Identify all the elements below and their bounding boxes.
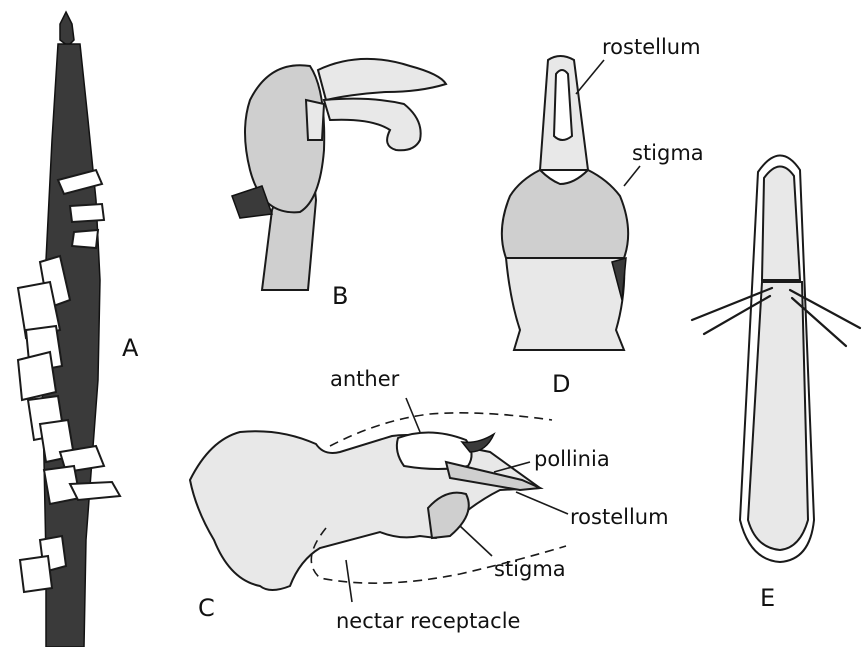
label-d-stigma: stigma (632, 141, 704, 165)
pollinarium-drawing (692, 155, 860, 562)
flower-side-view-drawing (232, 59, 446, 290)
panel-label-e: E (760, 584, 775, 612)
d-stigma-leader (624, 166, 640, 186)
c-nectar-leader (346, 560, 352, 602)
flower-spike-drawing (18, 12, 120, 647)
label-c-stigma: stigma (494, 557, 566, 581)
c-rostellum-leader (516, 492, 568, 514)
label-c-rostellum: rostellum (570, 505, 669, 529)
c-stigma-leader (460, 526, 492, 556)
panel-label-c: C (198, 594, 215, 622)
column-front-view-drawing (502, 56, 628, 350)
label-c-pollinia: pollinia (534, 447, 610, 471)
panel-label-a: A (122, 334, 139, 362)
label-d-rostellum: rostellum (602, 35, 701, 59)
column-side-section-drawing (190, 431, 540, 590)
label-c-anther: anther (330, 367, 400, 391)
panel-label-b: B (332, 282, 348, 310)
d-rostellum-leader (576, 60, 604, 94)
label-c-nectar: nectar receptacle (336, 609, 520, 633)
panel-label-d: D (552, 370, 570, 398)
